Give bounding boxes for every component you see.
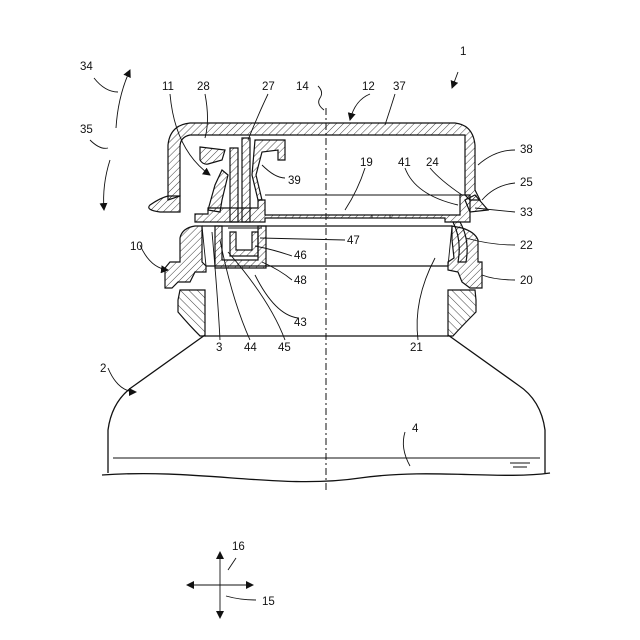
label-16: 16 [232, 541, 245, 553]
label-48: 48 [294, 275, 307, 287]
label-2: 2 [100, 363, 106, 375]
label-35: 35 [80, 124, 93, 136]
label-21: 21 [410, 342, 423, 354]
label-39: 39 [288, 175, 301, 187]
label-47: 47 [347, 235, 360, 247]
label-46: 46 [294, 250, 307, 262]
label-43: 43 [294, 317, 307, 329]
label-33: 33 [520, 207, 533, 219]
label-34: 34 [80, 61, 93, 73]
label-38: 38 [520, 144, 533, 156]
label-12: 12 [362, 81, 375, 93]
bottle-neck [178, 290, 476, 336]
label-41: 41 [398, 157, 411, 169]
label-1: 1 [460, 46, 466, 58]
axis-14-wave [318, 86, 324, 110]
label-20: 20 [520, 275, 533, 287]
label-27: 27 [262, 81, 275, 93]
label-37: 37 [393, 81, 406, 93]
spout-assembly [200, 138, 285, 222]
arrow-35 [104, 160, 110, 210]
label-10: 10 [130, 241, 143, 253]
label-11: 11 [162, 81, 174, 93]
label-3: 3 [216, 342, 222, 354]
label-22: 22 [520, 240, 533, 252]
label-28: 28 [197, 81, 210, 93]
label-25: 25 [520, 177, 533, 189]
label-14: 14 [296, 81, 309, 93]
direction-indicator [187, 552, 256, 618]
label-15: 15 [262, 596, 275, 608]
label-4: 4 [412, 423, 419, 435]
label-24: 24 [426, 157, 439, 169]
label-44: 44 [244, 342, 257, 354]
arrow-34 [116, 70, 130, 128]
label-45: 45 [278, 342, 291, 354]
label-19: 19 [360, 157, 373, 169]
